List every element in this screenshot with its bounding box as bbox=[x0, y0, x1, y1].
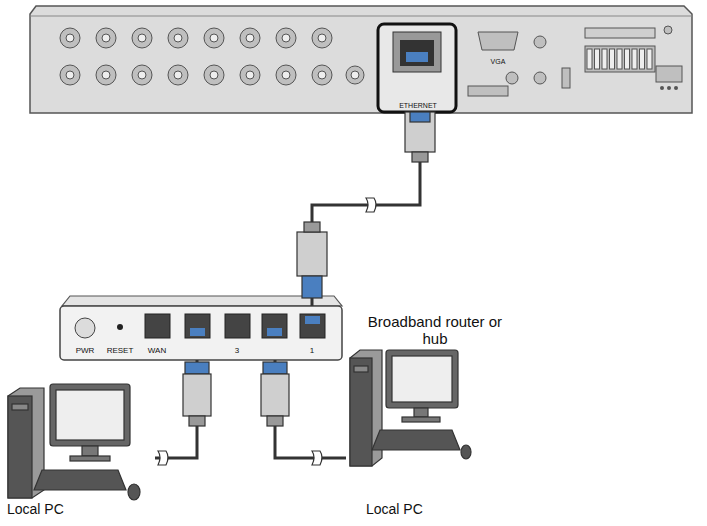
router-body bbox=[60, 296, 342, 360]
port-label: ETHERNET bbox=[399, 102, 437, 110]
rj45-plug bbox=[183, 112, 435, 426]
device-label: Local PC bbox=[366, 502, 423, 517]
local-pc-illustration bbox=[350, 350, 471, 466]
cable-break bbox=[158, 198, 376, 465]
device-heading: Broadband router or hub bbox=[360, 314, 510, 347]
port-label: WAN bbox=[148, 347, 166, 356]
port-label: 3 bbox=[235, 347, 239, 356]
local-pc-illustration bbox=[8, 384, 140, 500]
port-label: RESET bbox=[107, 347, 134, 356]
port-label: 1 bbox=[310, 347, 314, 356]
port-label: PWR bbox=[76, 347, 95, 356]
network-cable bbox=[312, 113, 420, 306]
port-label: VGA bbox=[491, 58, 506, 66]
device-label: Local PC bbox=[7, 502, 64, 517]
local-pc: Local PC bbox=[346, 346, 470, 522]
dvr-panel bbox=[30, 6, 692, 113]
local-pc: Local PC bbox=[5, 382, 155, 522]
dvr-rear-panel: ETHERNET VGA bbox=[30, 6, 692, 113]
router-box: Broadband router or hubPWRRESETWAN31 bbox=[60, 306, 342, 360]
